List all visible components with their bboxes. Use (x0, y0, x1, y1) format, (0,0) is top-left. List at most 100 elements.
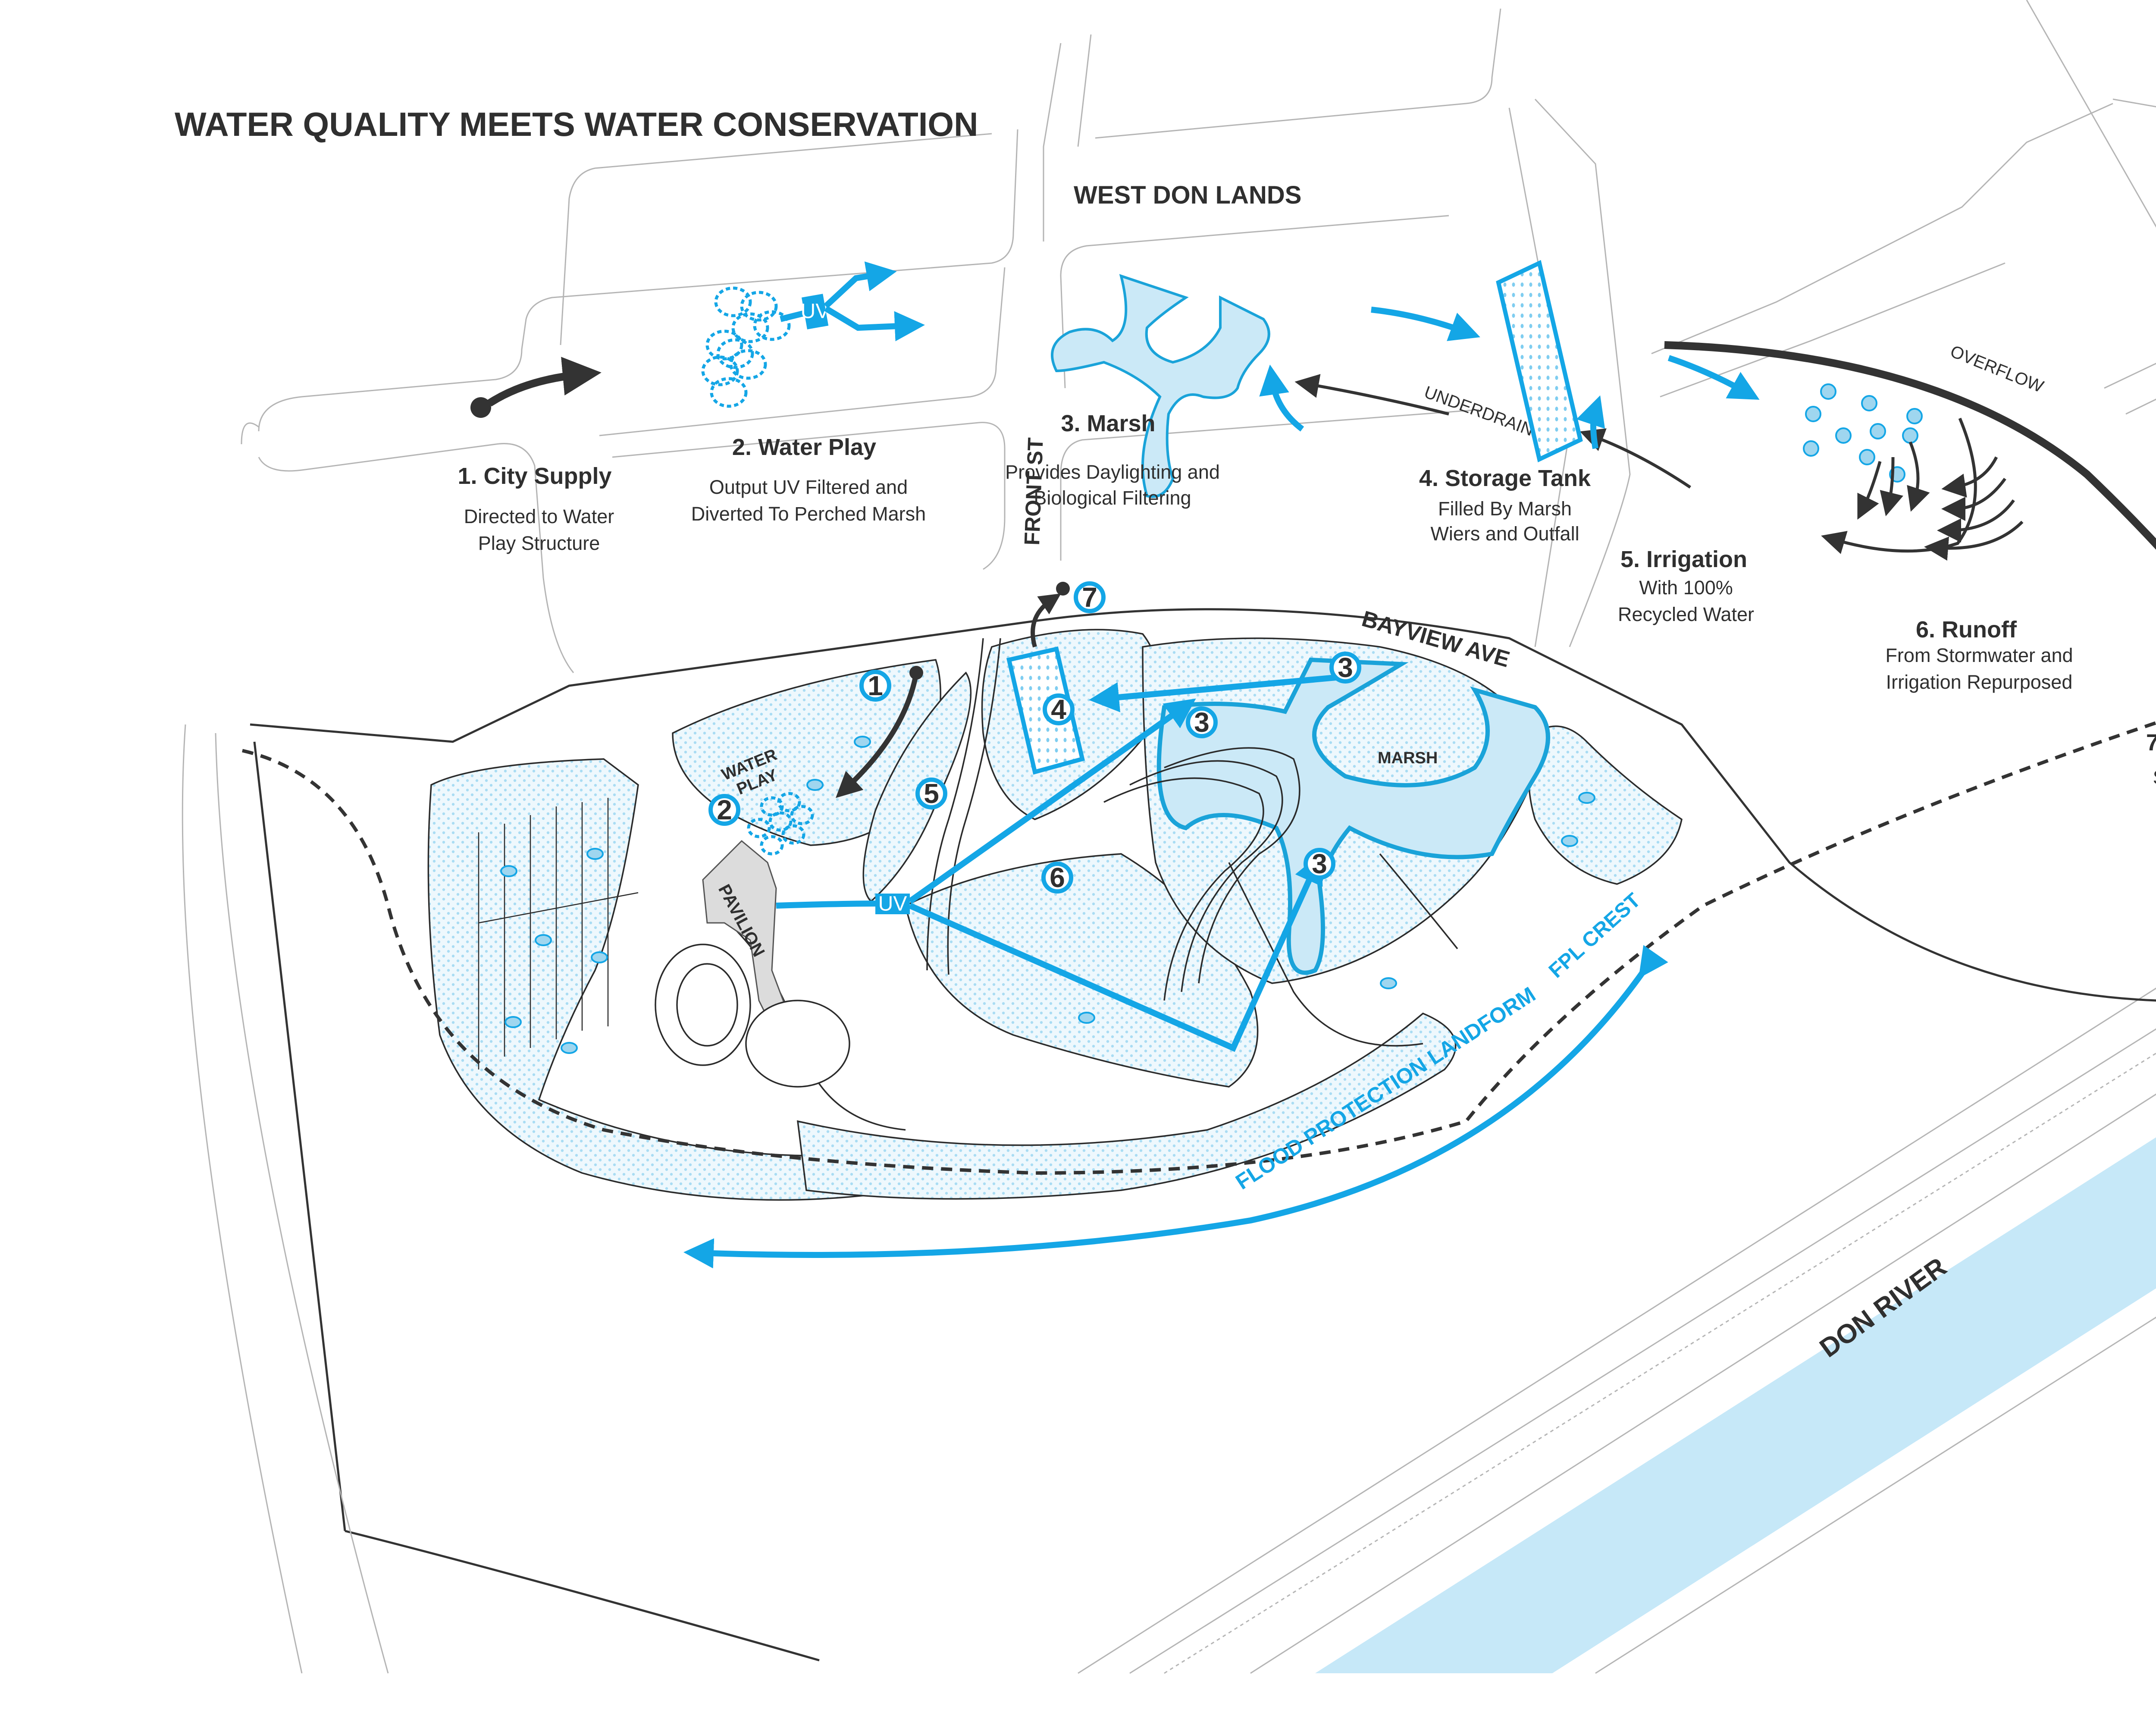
river-bank-south (1595, 1317, 2156, 1674)
map-badge-5[interactable]: 5 (915, 778, 947, 809)
uv-filter-top: UV (801, 294, 829, 329)
sprinkler-icon (806, 779, 824, 791)
marsh-to-tank-map-line (1089, 674, 1341, 712)
pavilion-plaza (655, 944, 751, 1066)
step-desc: Provides Daylighting and (1005, 461, 1220, 483)
storage-tank-diagram (1496, 260, 1583, 463)
sprinkler-icon (500, 865, 517, 877)
map-badge-3b[interactable]: 3 (1186, 706, 1218, 738)
svg-text:5: 5 (924, 778, 939, 809)
svg-text:1: 1 (868, 670, 883, 701)
svg-text:3: 3 (1338, 652, 1353, 683)
step-desc: Diverted To Perched Marsh (691, 503, 926, 525)
step-6: 6. Runoff From Stormwater and Irrigation… (1885, 617, 2073, 693)
svg-text:UV: UV (878, 893, 907, 916)
uv-filter-map: UV (875, 893, 910, 916)
street-grid (241, 0, 2156, 673)
step-desc: Directed to Water (464, 505, 614, 527)
sprinkler-icon (1078, 1012, 1095, 1024)
uv-box-icon (801, 294, 829, 329)
flood-protection-arrow (683, 945, 1668, 1269)
river-bank-north (1250, 1093, 2156, 1674)
step-4: 4. Storage Tank Filled By Marsh Wiers an… (1419, 465, 1591, 545)
overflow-arc (1664, 341, 2156, 550)
sprinkler-icon (1561, 835, 1578, 847)
uv-box-icon (875, 894, 910, 914)
uv-inflow (780, 310, 807, 322)
uv-branch-lower (824, 305, 925, 342)
tank-to-irrigation-arrow (1667, 355, 1760, 400)
rail-corridor (1078, 987, 2156, 1674)
overflow-label: OVERFLOW (1948, 342, 2046, 397)
fpl-crest-label: FPL CREST (1545, 889, 1645, 982)
outer-road-west-2 (215, 733, 389, 1674)
step-desc: Output UV Filtered and (709, 476, 908, 498)
step-5: 5. Irrigation With 100% Recycled Water (1618, 546, 1754, 625)
pavilion: PAVILION (702, 840, 786, 1028)
map-badge-2[interactable]: 2 (708, 794, 740, 826)
marsh-to-tank-arrow (1371, 307, 1480, 341)
step-title: 1. City Supply (458, 463, 611, 489)
map-badge-3c[interactable]: 3 (1304, 848, 1335, 880)
step-desc: Storage Tank Overflow (2153, 766, 2156, 788)
step-title: 5. Irrigation (1620, 546, 1747, 572)
park-south-edge (345, 1530, 820, 1662)
east-garden (1528, 725, 1683, 885)
step-7: 7. City Storm Drain Storage Tank Overflo… (2146, 730, 2156, 788)
step-title: 4. Storage Tank (1419, 465, 1591, 491)
svg-text:4: 4 (1051, 694, 1066, 725)
map-badge-3a[interactable]: 3 (1329, 652, 1361, 684)
city-supply-node (470, 397, 491, 418)
sprinkler-icon (1578, 792, 1595, 804)
map-badge-4[interactable]: 4 (1043, 693, 1075, 725)
map-storm-node (1056, 582, 1070, 596)
front-st-label: FRONT ST (1020, 437, 1048, 546)
map-supply-node (909, 666, 923, 680)
tank-return-arrow (1259, 364, 1304, 432)
don-river (1315, 1137, 2156, 1673)
svg-text:3: 3 (1194, 707, 1210, 738)
step-title: 2. Water Play (732, 434, 876, 460)
step-desc: Wiers and Outfall (1430, 523, 1579, 545)
step-desc: Filled By Marsh (1438, 498, 1572, 520)
underdrains-arrow-upper (1294, 374, 1449, 416)
supply-to-water-play-arrow (836, 672, 919, 798)
step-desc: Irrigation Repurposed (1886, 671, 2073, 693)
step-desc: Play Structure (478, 532, 600, 554)
marsh-diagram (1051, 274, 1270, 498)
irrigation-grid (478, 798, 639, 1070)
water-play-jets-map (747, 792, 814, 856)
uv-branch-upper (824, 261, 897, 309)
tank-to-storm-arrow (1031, 593, 1061, 648)
irrigation-cluster-diagram (1803, 383, 1923, 483)
step-1: 1. City Supply Directed to Water Play St… (458, 463, 614, 554)
map-badge-6[interactable]: 6 (1041, 862, 1073, 894)
tank-fill-arrow (1576, 395, 1605, 449)
step-desc: With 100% (1639, 577, 1733, 599)
underdrains-arrow-lower (1579, 428, 1691, 489)
pavilion-to-uv-line (776, 900, 889, 909)
step-desc: Biological Filtering (1034, 487, 1191, 509)
bayview-ave-edge (250, 608, 2156, 1002)
page-title: WATER QUALITY MEETS WATER CONSERVATION (175, 105, 978, 143)
svg-text:2: 2 (717, 794, 732, 825)
svg-text:6: 6 (1050, 862, 1065, 893)
marsh-label: MARSH (1378, 749, 1438, 767)
sprinkler-icon (505, 1016, 522, 1028)
sprinkler-icon (854, 736, 871, 748)
step-title: 6. Runoff (1916, 617, 2017, 643)
water-play-jets-diagram (701, 286, 791, 408)
map-badge-1[interactable]: 1 (859, 670, 891, 702)
pavilion-disc (745, 1000, 850, 1088)
park-west-edge (253, 741, 346, 1531)
pavilion-plaza-inner (676, 963, 738, 1047)
runoff-arrows (1821, 417, 2024, 561)
step-3: 3. Marsh Provides Daylighting and Biolog… (1005, 411, 1220, 509)
sprinkler-icon (586, 848, 604, 860)
svg-text:3: 3 (1312, 848, 1327, 879)
sprinkler-icon (561, 1042, 578, 1054)
step-title: 3. Marsh (1061, 411, 1155, 436)
map-badge-7[interactable]: 7 (1074, 581, 1106, 613)
step-desc: From Stormwater and (1885, 644, 2073, 666)
